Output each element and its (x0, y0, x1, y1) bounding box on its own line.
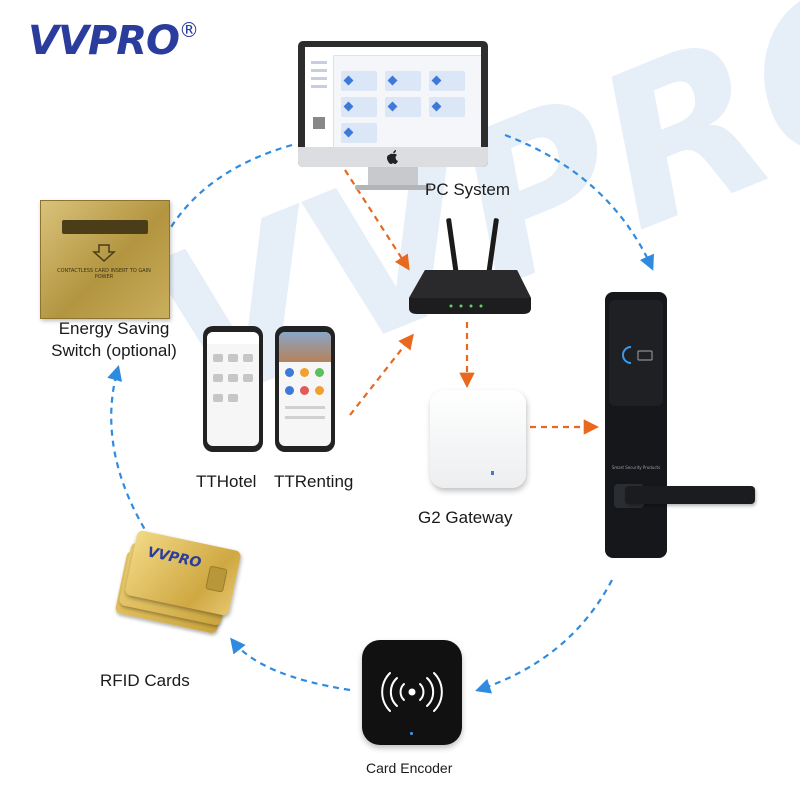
lock-handle (625, 486, 755, 504)
tthotel-label: TTHotel (196, 472, 257, 491)
switch-plate-text: CONTACTLESS CARD INSERT TO GAIN POWER (57, 268, 151, 280)
card-logo: VVPRO (145, 544, 203, 572)
brand-logo-text: VVPRO (28, 18, 180, 64)
card-reader-icon (622, 346, 653, 364)
line-encoder-to-cards (230, 637, 351, 692)
monitor-stand (368, 167, 418, 187)
monitor-base (355, 185, 431, 190)
registered-mark: ® (179, 18, 199, 42)
g2-gateway-label: G2 Gateway (418, 508, 513, 527)
nfc-waves-icon (381, 672, 443, 712)
card-encoder-label: Card Encoder (366, 760, 453, 776)
monitor-screen (305, 47, 481, 147)
arrow-down-icon (92, 244, 116, 263)
energy-switch-label-line2: Switch (optional) (51, 341, 177, 360)
phone-ttrenting (275, 326, 335, 452)
ttrenting-label: TTRenting (274, 472, 354, 491)
line-apps-to-router (349, 333, 414, 416)
lock-text: Smart Security Products (611, 465, 661, 470)
brand-logo: VVPRO® (28, 18, 199, 64)
card-encoder-icon (362, 640, 462, 745)
phone-tthotel (203, 326, 263, 452)
line-cards-to-switch (107, 365, 151, 539)
line-pc-to-router (344, 169, 410, 271)
line-pc-to-switch (167, 143, 293, 233)
apple-logo-icon (387, 150, 398, 164)
pc-system-label: PC System (425, 180, 511, 199)
rfid-cards-label: RFID Cards (100, 671, 190, 690)
line-pc-to-lock (504, 133, 654, 271)
line-lock-to-encoder (475, 579, 613, 694)
energy-switch-label-line1: Energy Saving (58, 319, 170, 338)
